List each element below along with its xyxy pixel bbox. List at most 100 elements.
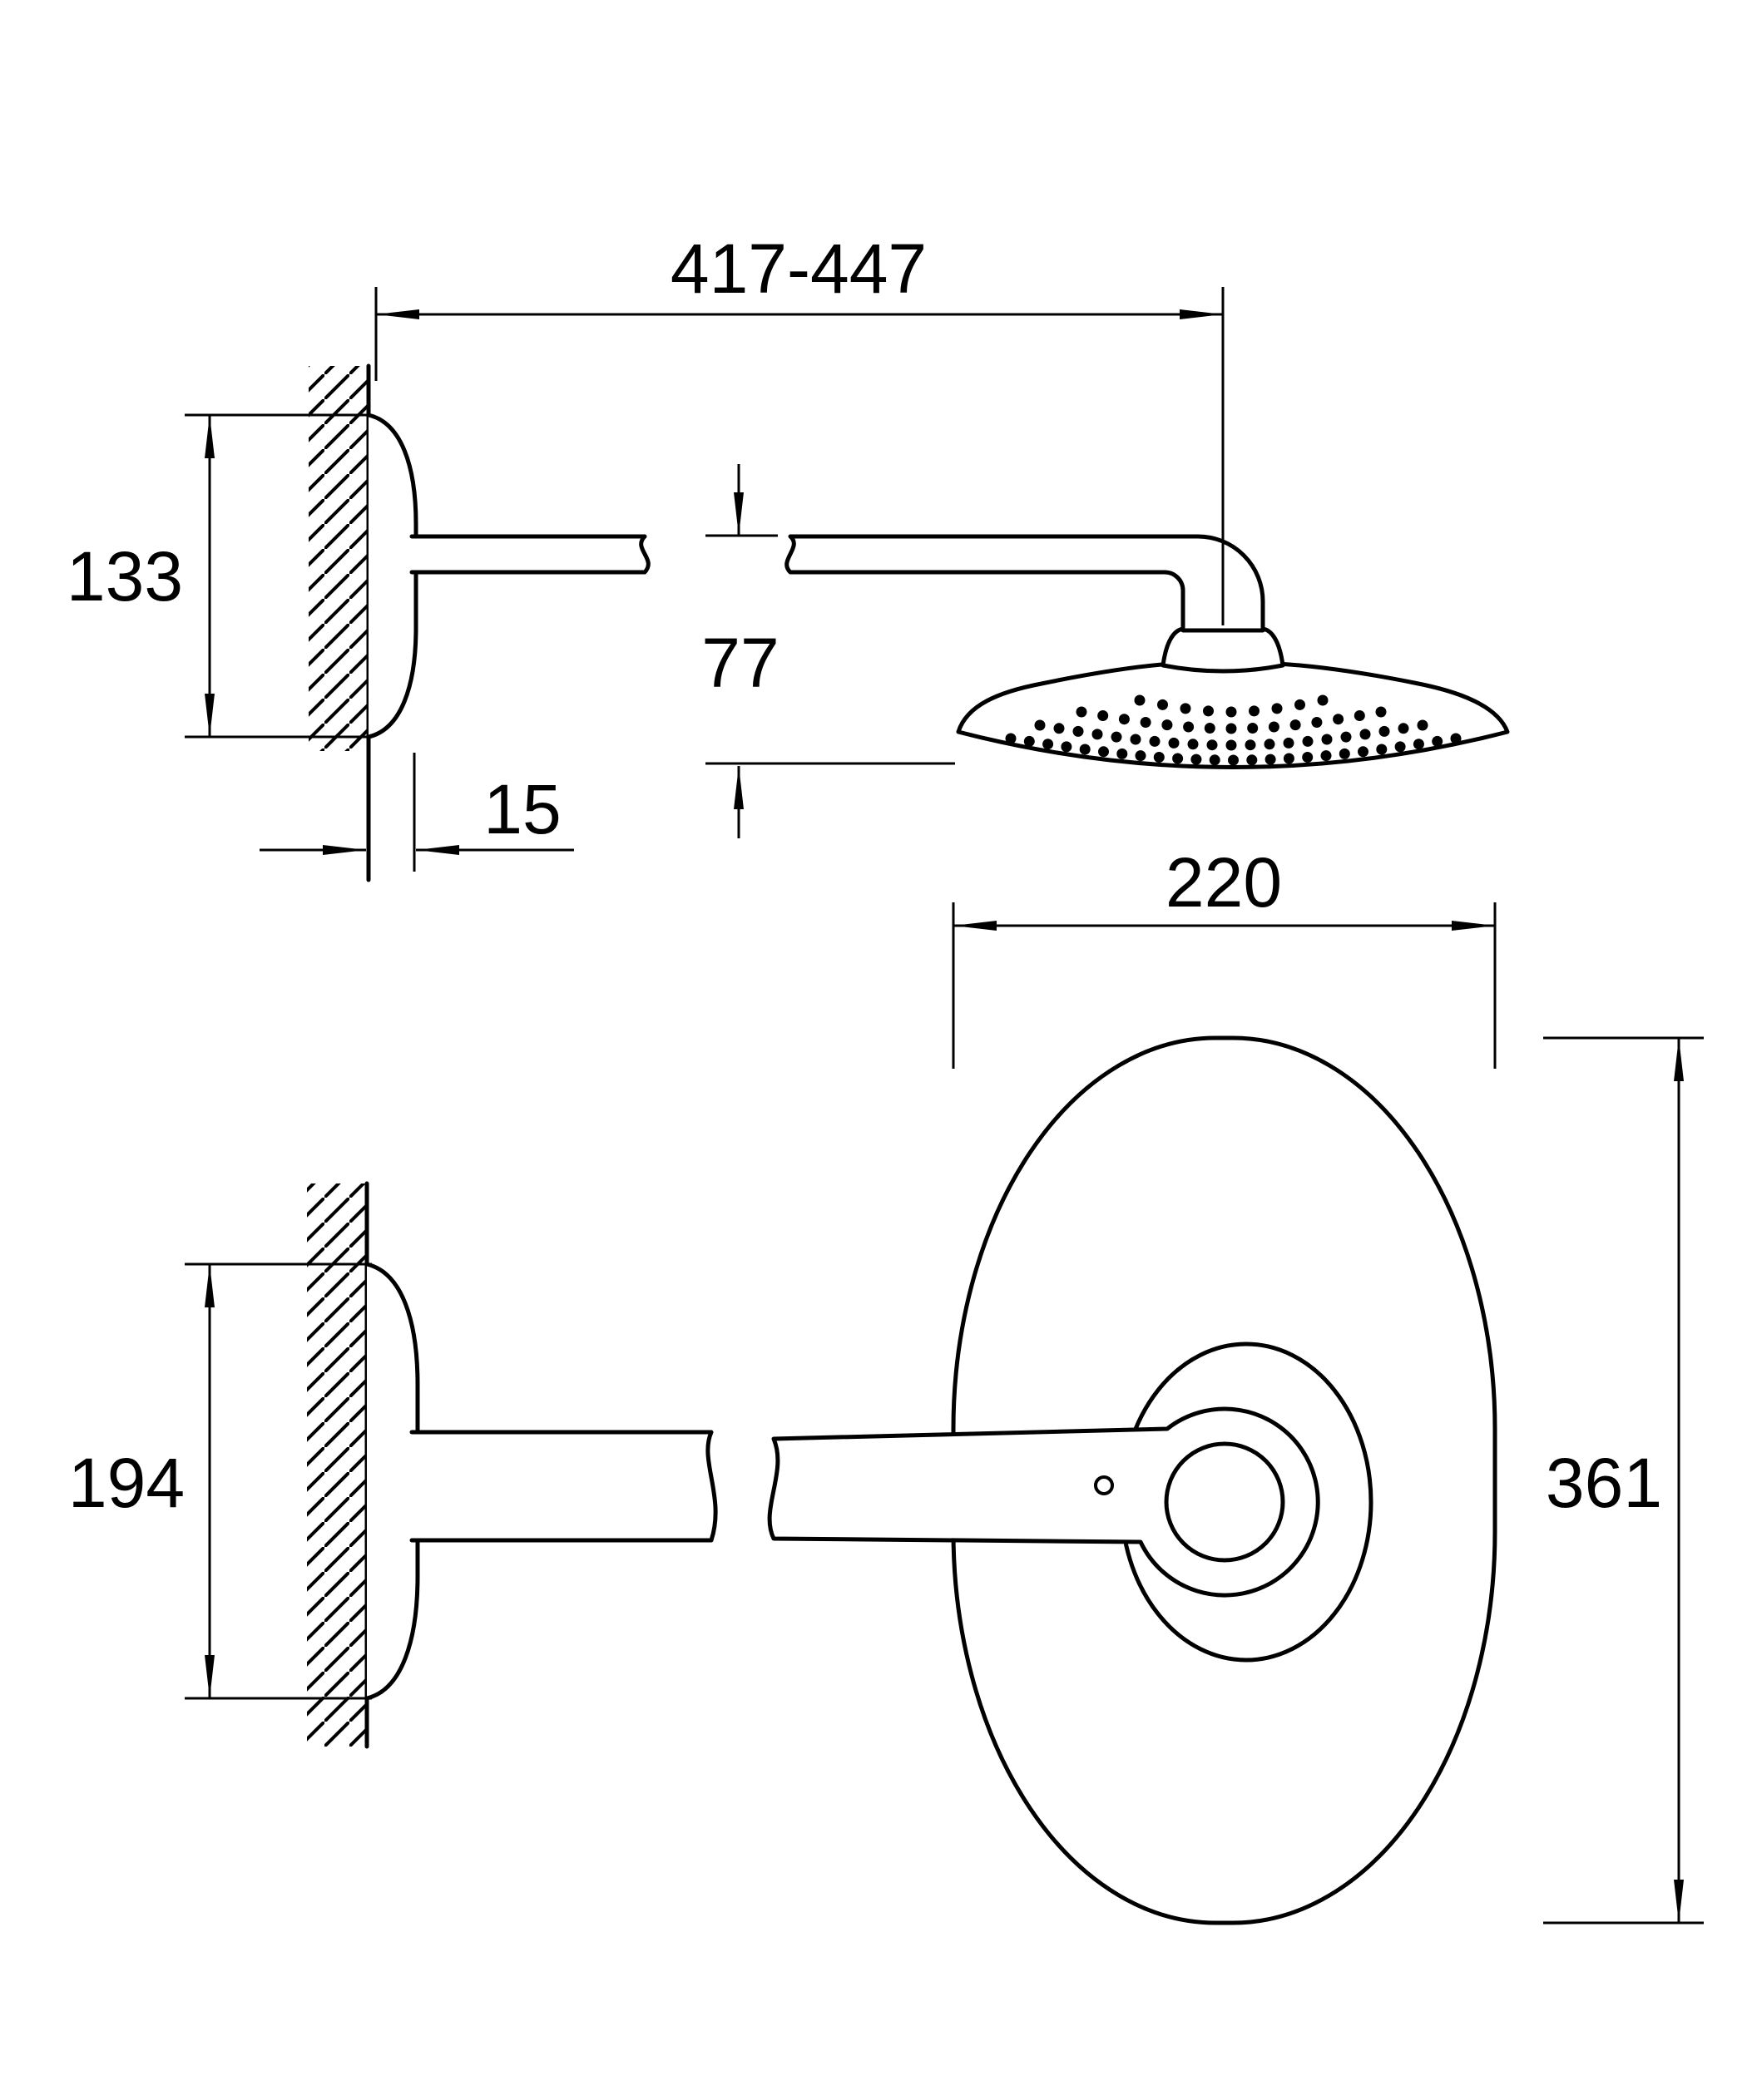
nozzle-dot	[1268, 721, 1279, 733]
nozzle-dot	[1172, 753, 1184, 764]
mount-collar-side	[1161, 626, 1285, 674]
nozzle-dot	[1005, 733, 1017, 744]
shower-arm-front-left	[409, 1430, 718, 1543]
nozzle-dot	[1190, 754, 1202, 765]
nozzle-dot	[1320, 750, 1332, 762]
dim-head-drop	[705, 464, 955, 838]
nozzle-dot	[1317, 694, 1329, 706]
nozzle-dot	[1183, 721, 1195, 733]
nozzle-dot	[1168, 737, 1180, 749]
label-plate-depth: 15	[483, 770, 561, 848]
label-head-length: 361	[1546, 1444, 1662, 1522]
nozzle-dot	[1203, 705, 1214, 717]
nozzle-dot	[1302, 752, 1314, 763]
nozzle-dot	[1118, 714, 1130, 725]
nozzle-dot	[1206, 739, 1218, 751]
nozzle-dot	[1140, 717, 1151, 728]
nozzle-dot	[1265, 754, 1276, 765]
ball-joint-front	[1164, 1441, 1285, 1563]
pivot-hole	[1094, 1475, 1114, 1495]
nozzle-dot	[1413, 739, 1424, 750]
nozzle-dot	[1340, 731, 1352, 743]
nozzle-dot	[1264, 739, 1275, 750]
nozzle-dot	[1187, 739, 1199, 750]
nozzle-dot	[1053, 723, 1065, 734]
wall-hatch-side	[309, 366, 369, 751]
nozzle-dot	[1149, 735, 1161, 747]
nozzle-dot	[1249, 705, 1260, 717]
dim-plate-height-side	[185, 413, 372, 739]
dim-head-width	[952, 902, 1497, 1069]
nozzle-dot	[1302, 735, 1314, 747]
nozzle-dot	[1034, 719, 1046, 731]
nozzle-dot	[1358, 746, 1368, 758]
nozzle-dot	[1375, 706, 1387, 718]
wall-hatch-front	[307, 1183, 367, 1747]
shower-arm-front-right	[767, 1406, 1320, 1598]
nozzle-dot	[1116, 748, 1128, 759]
nozzle-dot	[1209, 754, 1220, 766]
nozzle-dot	[1247, 723, 1259, 734]
nozzle-dot	[1134, 694, 1146, 706]
nozzle-dot	[1076, 706, 1087, 718]
label-plate-height-front: 194	[68, 1444, 185, 1522]
nozzle-dot	[1180, 703, 1191, 714]
nozzle-dot	[1098, 746, 1109, 758]
nozzle-dot	[1023, 735, 1035, 747]
nozzle-dot	[1271, 703, 1283, 714]
nozzle-dot	[1432, 735, 1443, 747]
nozzle-dot	[1289, 719, 1301, 731]
dim-plate-depth	[260, 753, 574, 872]
nozzle-dot	[1079, 744, 1091, 755]
front-view	[307, 1035, 1497, 1925]
dim-arm-reach	[374, 287, 1225, 625]
dim-plate-height-front	[185, 1262, 372, 1700]
nozzle-dot	[1378, 725, 1390, 737]
nozzle-dot	[1376, 744, 1388, 755]
nozzle-dot	[1417, 719, 1428, 731]
nozzle-dot	[1283, 753, 1294, 764]
wall-plate-side	[366, 413, 418, 739]
nozzle-dot	[1311, 717, 1323, 728]
nozzle-dot	[1450, 733, 1462, 744]
dimension-labels: 417-447 133 77 15 220 194 361	[67, 230, 1662, 1522]
side-view	[309, 363, 1510, 882]
nozzle-dot	[1283, 737, 1294, 749]
nozzle-dot	[1398, 723, 1409, 734]
nozzle-dot	[1246, 754, 1258, 766]
nozzle-dot	[1225, 739, 1237, 751]
nozzle-dot	[1111, 731, 1122, 743]
nozzle-dot	[1135, 750, 1146, 762]
spray-nozzles	[1005, 694, 1462, 766]
nozzle-dot	[1333, 714, 1344, 725]
nozzle-dot	[1394, 741, 1406, 753]
label-arm-reach: 417-447	[671, 230, 927, 308]
label-plate-height-side: 133	[67, 537, 183, 615]
nozzle-dot	[1072, 725, 1084, 737]
label-head-drop: 77	[701, 624, 779, 702]
nozzle-dot	[1228, 754, 1239, 766]
nozzle-dot	[1130, 734, 1141, 745]
nozzle-dot	[1245, 739, 1256, 751]
nozzle-dot	[1091, 729, 1103, 740]
nozzle-dot	[1354, 710, 1365, 721]
nozzle-dot	[1153, 752, 1165, 763]
label-head-width: 220	[1166, 843, 1282, 922]
nozzle-dot	[1339, 748, 1350, 759]
nozzle-dot	[1321, 734, 1333, 745]
nozzle-dot	[1204, 723, 1215, 734]
nozzle-dot	[1157, 699, 1168, 710]
nozzle-dot	[1359, 729, 1371, 740]
nozzle-dot	[1225, 706, 1237, 718]
dim-head-length	[1543, 1036, 1704, 1925]
nozzle-dot	[1061, 741, 1072, 753]
nozzle-dot	[1097, 710, 1109, 721]
shower-arm-elbow-side	[784, 534, 1265, 633]
dimensions	[185, 287, 1704, 1925]
nozzle-dot	[1225, 723, 1237, 734]
nozzle-dot	[1161, 719, 1173, 731]
nozzle-dot	[1042, 739, 1054, 750]
shower-arm-side-left	[409, 534, 651, 575]
